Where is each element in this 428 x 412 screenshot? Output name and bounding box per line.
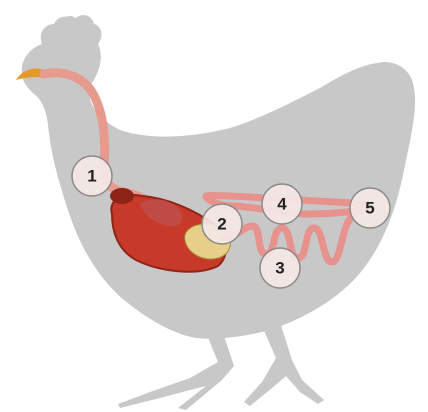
marker-label: 3	[275, 259, 284, 278]
marker-label: 4	[277, 195, 287, 214]
marker-label: 2	[217, 215, 226, 234]
chicken-comb	[43, 16, 97, 46]
marker-label: 1	[87, 167, 96, 186]
marker-2: 2	[202, 204, 242, 244]
left-leg	[118, 330, 234, 410]
marker-label: 5	[365, 199, 374, 218]
marker-4: 4	[262, 184, 302, 224]
right-leg	[244, 322, 324, 406]
marker-3: 3	[260, 248, 300, 288]
marker-5: 5	[350, 188, 390, 228]
marker-1: 1	[72, 156, 112, 196]
crop	[110, 188, 134, 204]
